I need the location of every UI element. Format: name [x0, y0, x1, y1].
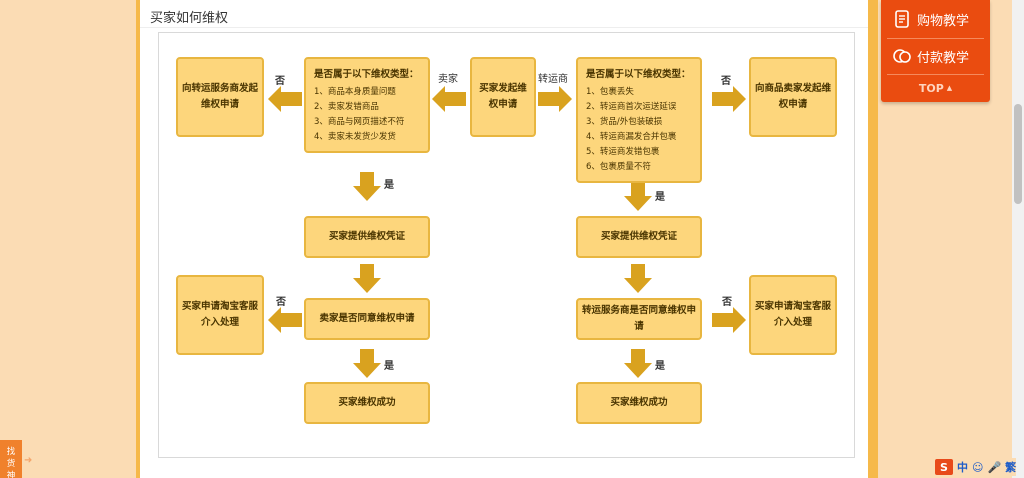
- document-icon: [893, 10, 911, 28]
- right-question-box: 是否属于以下维权类型： 1、包裹丢失 2、转运商首次运送延误 3、货品/外包装破…: [576, 57, 702, 183]
- left-gutter: [0, 0, 136, 478]
- left-agree-label: 卖家是否同意维权申请: [319, 313, 415, 324]
- finder-label: 找货神器: [6, 447, 16, 478]
- right-result-label: 买家维权成功: [610, 397, 668, 408]
- right-question-item: 6、包裹质量不符: [586, 162, 651, 172]
- right-question-item: 4、转运商漏发合并包裹: [586, 132, 677, 142]
- left-evidence-label: 买家提供维权凭证: [328, 231, 405, 242]
- left-question-title: 是否属于以下维权类型：: [314, 69, 419, 80]
- right-yes-label-2: 是: [655, 361, 665, 372]
- left-result-label: 买家维权成功: [338, 397, 396, 408]
- right-no-target-box: 向商品卖家发起维权申请: [749, 57, 837, 137]
- shopping-guide-label: 购物教学: [917, 13, 970, 29]
- ime-mode[interactable]: 中: [957, 461, 968, 474]
- left-evidence-box: 买家提供维权凭证: [304, 216, 430, 258]
- center-start-label: 买家发起维权申请: [479, 83, 527, 110]
- left-question-item: 4、卖家未发货少发货: [314, 132, 396, 142]
- payment-guide-button[interactable]: 付款教学: [881, 39, 990, 73]
- section-title: 买家如何维权: [150, 11, 229, 26]
- right-yes-label: 是: [655, 192, 665, 203]
- side-menu: 购物教学 付款教学 TOP ▲: [881, 0, 990, 102]
- microphone-icon[interactable]: 🎤: [987, 460, 1002, 474]
- right-question-item: 3、货品/外包装破损: [586, 117, 663, 127]
- right-result-box: 买家维权成功: [576, 382, 702, 424]
- right-question-item: 1、包裹丢失: [586, 87, 634, 97]
- center-start-box: 买家发起维权申请: [470, 57, 536, 137]
- left-question-item: 1、商品本身质量问题: [314, 87, 396, 97]
- right-no-label: 否: [721, 76, 731, 87]
- ime-logo[interactable]: S: [935, 459, 953, 475]
- left-no-label: 否: [275, 76, 285, 87]
- arrow-right-icon: ➜: [24, 455, 33, 466]
- payment-guide-label: 付款教学: [917, 50, 970, 66]
- right-no-target-2-box: 买家申请淘宝客服介入处理: [749, 275, 837, 355]
- ime-toolbar: S 中 ☺ 🎤 繁: [935, 458, 1017, 476]
- right-question-item: 5、转运商发错包裹: [586, 147, 660, 157]
- left-question-box: 是否属于以下维权类型： 1、商品本身质量问题 2、卖家发错商品 3、商品与网页描…: [304, 57, 430, 153]
- right-evidence-box: 买家提供维权凭证: [576, 216, 702, 258]
- right-question-title: 是否属于以下维权类型：: [586, 69, 691, 80]
- triangle-up-icon: ▲: [946, 84, 953, 92]
- back-to-top-button[interactable]: TOP ▲: [881, 76, 990, 100]
- title-divider: [140, 27, 868, 28]
- left-no-target-2-box: 买家申请淘宝客服介入处理: [176, 275, 264, 355]
- left-question-item: 2、卖家发错商品: [314, 102, 379, 112]
- scrollbar-track[interactable]: [1012, 0, 1024, 478]
- smiley-icon[interactable]: ☺: [972, 460, 984, 474]
- back-to-top-label: TOP: [918, 81, 944, 95]
- left-yes-label: 是: [384, 180, 394, 191]
- finder-tab[interactable]: 找货神器: [0, 440, 22, 478]
- scrollbar-thumb[interactable]: [1014, 104, 1022, 204]
- right-evidence-label: 买家提供维权凭证: [600, 231, 677, 242]
- left-agree-box: 卖家是否同意维权申请: [304, 298, 430, 340]
- left-no-target-2-label: 买家申请淘宝客服介入处理: [182, 301, 259, 328]
- left-yes-label-2: 是: [384, 361, 394, 372]
- coins-icon: [893, 47, 911, 65]
- ime-extra[interactable]: 繁: [1005, 461, 1017, 474]
- shopping-guide-button[interactable]: 购物教学: [881, 2, 990, 36]
- left-question-item: 3、商品与网页描述不符: [314, 117, 405, 127]
- right-no-label-2: 否: [722, 297, 732, 308]
- menu-divider: [887, 38, 984, 39]
- content-border-right: [868, 0, 878, 478]
- right-edge-label: 转运商: [538, 74, 568, 85]
- menu-divider: [887, 74, 984, 75]
- left-result-box: 买家维权成功: [304, 382, 430, 424]
- right-no-target-label: 向商品卖家发起维权申请: [755, 83, 832, 110]
- left-no-label-2: 否: [276, 297, 286, 308]
- right-agree-box: 转运服务商是否同意维权申请: [576, 298, 702, 340]
- right-no-target-2-label: 买家申请淘宝客服介入处理: [755, 301, 832, 328]
- right-question-item: 2、转运商首次运送延误: [586, 102, 677, 112]
- left-edge-label: 卖家: [438, 74, 458, 85]
- content-border-left: [136, 0, 140, 478]
- left-no-target-box: 向转运服务商发起维权申请: [176, 57, 264, 137]
- right-agree-label: 转运服务商是否同意维权申请: [582, 305, 697, 332]
- left-no-target-label: 向转运服务商发起维权申请: [182, 83, 259, 110]
